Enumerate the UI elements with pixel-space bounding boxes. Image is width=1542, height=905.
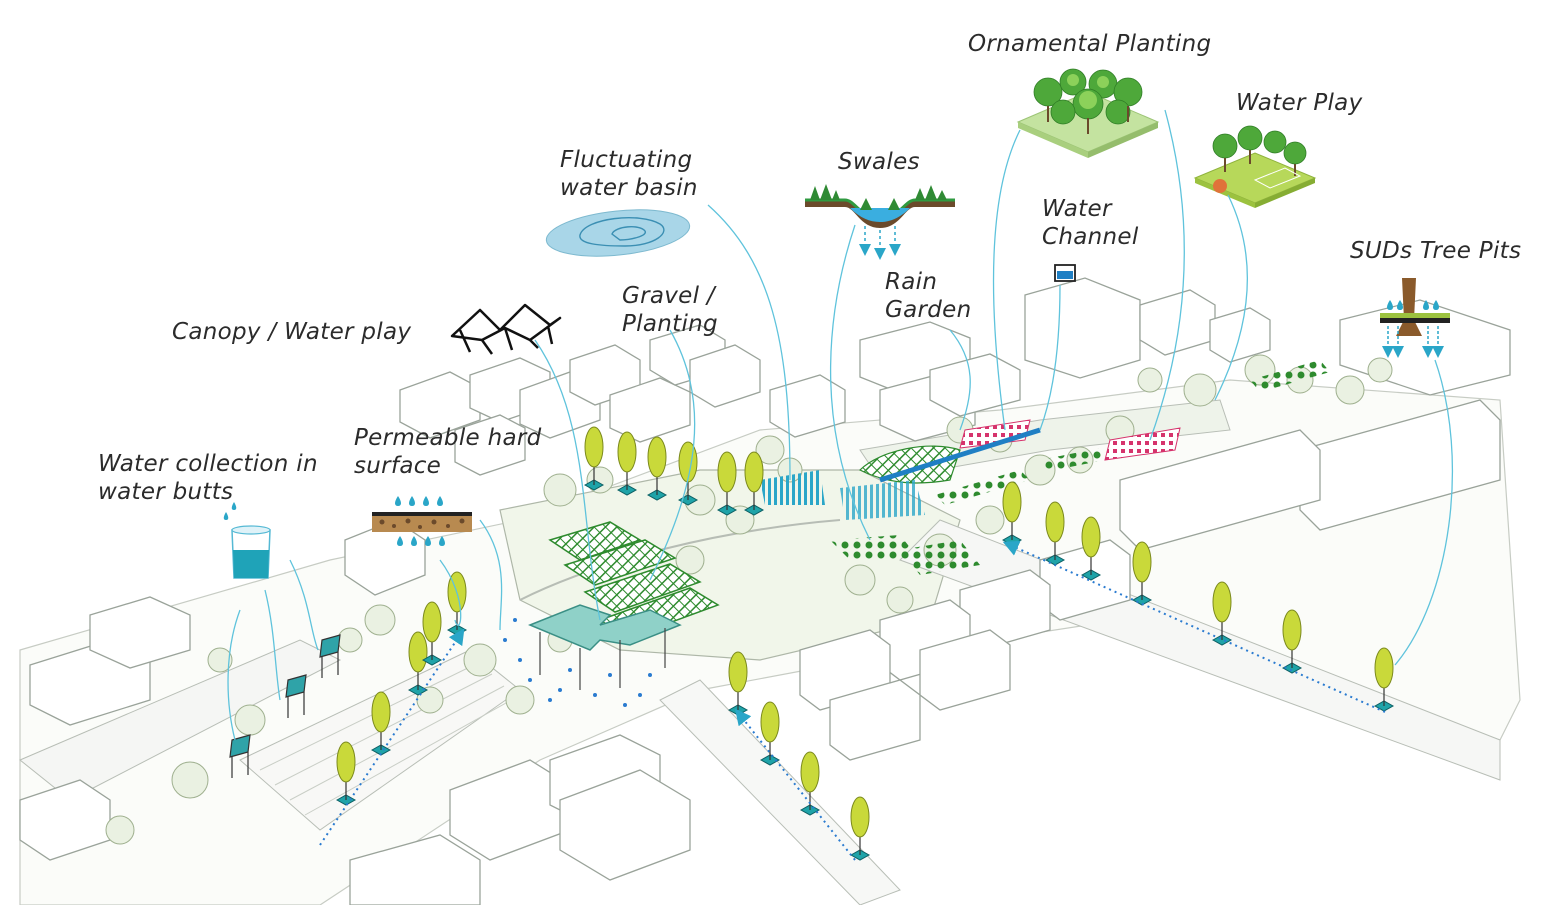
label-swales: Swales — [838, 149, 920, 175]
tree-crown — [678, 441, 698, 483]
label-ornamental-planting: Ornamental Planting — [968, 31, 1212, 57]
label-fluctuating-line-2: water basin — [560, 175, 698, 201]
street-tree — [799, 751, 821, 816]
label-water-channel: Water Channel — [1042, 195, 1139, 251]
label-suds-tree-pits: SUDs Tree Pits — [1350, 238, 1522, 264]
label-gravel-line-2: Planting — [622, 311, 718, 337]
label-gravel-line-1: Gravel / — [622, 283, 715, 309]
rain-garden-areas — [830, 360, 1330, 575]
tree-crown — [760, 701, 780, 743]
label-rain-garden: Rain Garden — [885, 268, 972, 324]
label-rain-garden-line-2: Garden — [885, 297, 972, 323]
tree-crown — [408, 631, 428, 673]
water-butt-stations — [229, 634, 341, 778]
street-tree — [1211, 581, 1233, 646]
water-play-icon — [1193, 125, 1317, 208]
ornamental-planting-icon — [1016, 68, 1160, 158]
label-water-collection: Water collection in water butts — [98, 450, 318, 506]
buildings — [19, 277, 1511, 905]
leader-lines — [227, 109, 1453, 741]
water-basin-icon — [545, 209, 691, 257]
street-tree — [421, 601, 443, 666]
tree-crown — [617, 431, 637, 473]
label-water-collection-line-2: water butts — [98, 479, 234, 505]
label-canopy-water-play: Canopy / Water play — [172, 319, 412, 345]
label-water-channel-line-1: Water — [1042, 196, 1112, 222]
suds-tree-pits — [335, 426, 1395, 861]
suds-tree-pit-icon — [1380, 278, 1450, 358]
tree-crown — [422, 601, 442, 643]
street-tree — [743, 451, 765, 516]
tree-crown — [1132, 541, 1152, 583]
tree-crown — [744, 451, 764, 493]
label-permeable-line-2: surface — [354, 453, 442, 479]
label-water-channel-line-2: Channel — [1042, 224, 1139, 250]
street-tree — [1001, 481, 1023, 546]
water-channel — [760, 427, 1041, 520]
street-tree — [646, 436, 668, 501]
street-tree — [1080, 516, 1102, 581]
tree-crown — [1081, 516, 1101, 558]
canopy-icon — [450, 303, 562, 355]
tree-crown — [1045, 501, 1065, 543]
label-permeable-line-1: Permeable hard — [354, 425, 542, 451]
tree-crown — [728, 651, 748, 693]
tree-crown — [371, 691, 391, 733]
tree-crown — [800, 751, 820, 793]
water-channel-icon — [1054, 264, 1076, 282]
street-tree — [335, 741, 357, 806]
label-gravel-planting: Gravel / Planting — [622, 282, 718, 338]
tree-crown — [647, 436, 667, 478]
street-tree — [616, 431, 638, 496]
flow-arrows — [319, 540, 1386, 861]
tree-crown — [1002, 481, 1022, 523]
street-tree — [583, 426, 605, 491]
street-tree — [1281, 609, 1303, 674]
tree-crown — [850, 796, 870, 838]
label-water-collection-line-1: Water collection in — [98, 451, 318, 477]
tree-crown — [584, 426, 604, 468]
street-tree — [370, 691, 392, 756]
tree-crown — [336, 741, 356, 783]
street-tree — [849, 796, 871, 861]
street-tree — [407, 631, 429, 696]
tree-crown — [1212, 581, 1232, 623]
label-fluctuating-line-1: Fluctuating — [560, 147, 693, 173]
canopy-structure — [503, 604, 682, 707]
tree-crown — [717, 451, 737, 493]
label-water-play: Water Play — [1236, 90, 1363, 116]
street-tree — [759, 701, 781, 766]
label-rain-garden-line-1: Rain — [885, 269, 938, 295]
water-butt-icon — [223, 502, 271, 579]
street-tree — [727, 651, 749, 716]
tree-crown — [1374, 647, 1394, 689]
swales-icon — [805, 184, 955, 260]
permeable-surface-icon — [372, 496, 472, 546]
label-permeable-hard-surface: Permeable hard surface — [354, 424, 542, 480]
street-tree — [716, 451, 738, 516]
label-fluctuating-water-basin: Fluctuating water basin — [560, 146, 698, 202]
tree-crown — [1282, 609, 1302, 651]
